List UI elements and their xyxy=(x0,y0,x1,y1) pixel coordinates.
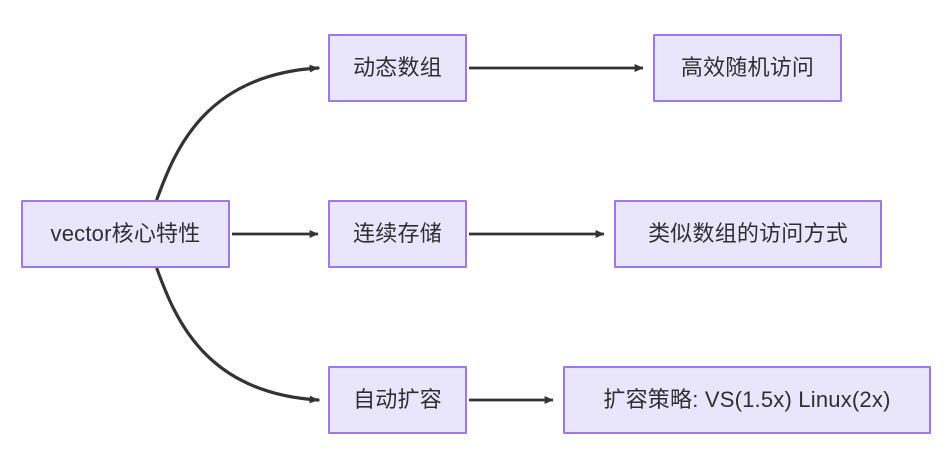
node-array-like-access-pattern[interactable]: 类似数组的访问方式 xyxy=(614,200,882,268)
node-contiguous-storage[interactable]: 连续存储 xyxy=(328,200,467,268)
edge-root-to-dynamic-array xyxy=(155,64,320,201)
node-label: 连续存储 xyxy=(353,221,442,246)
edge-root-to-auto-grow xyxy=(155,267,320,404)
node-vector-core-features[interactable]: vector核心特性 xyxy=(21,200,230,268)
node-auto-grow[interactable]: 自动扩容 xyxy=(328,366,467,434)
node-label: 扩容策略: VS(1.5x) Linux(2x) xyxy=(603,387,891,412)
node-efficient-random-access[interactable]: 高效随机访问 xyxy=(653,34,842,102)
node-dynamic-array[interactable]: 动态数组 xyxy=(328,34,467,102)
node-label: 类似数组的访问方式 xyxy=(648,221,848,246)
node-grow-policy[interactable]: 扩容策略: VS(1.5x) Linux(2x) xyxy=(563,366,931,434)
node-label: 动态数组 xyxy=(353,55,442,80)
node-label: vector核心特性 xyxy=(50,221,201,246)
node-label: 高效随机访问 xyxy=(680,55,815,80)
node-label: 自动扩容 xyxy=(353,387,442,412)
